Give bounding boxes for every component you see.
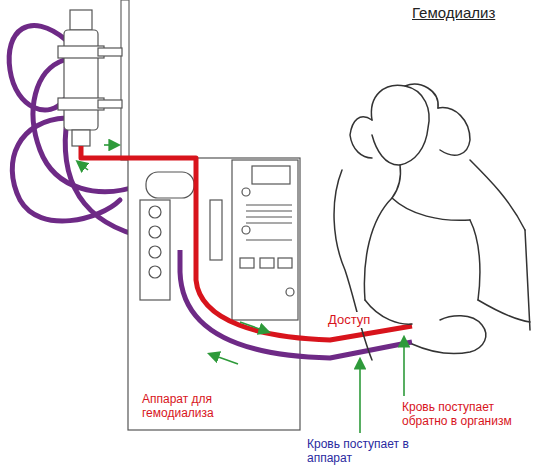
return-flow-label: Кровь поступает обратно в организм: [402, 400, 534, 429]
access-label: Доступ: [326, 312, 372, 328]
machine-label: Аппарат для гемодиализа: [142, 392, 242, 421]
diagram-title: Гемодиализ: [412, 4, 495, 22]
inflow-label: Кровь поступает в аппарат: [305, 437, 427, 466]
